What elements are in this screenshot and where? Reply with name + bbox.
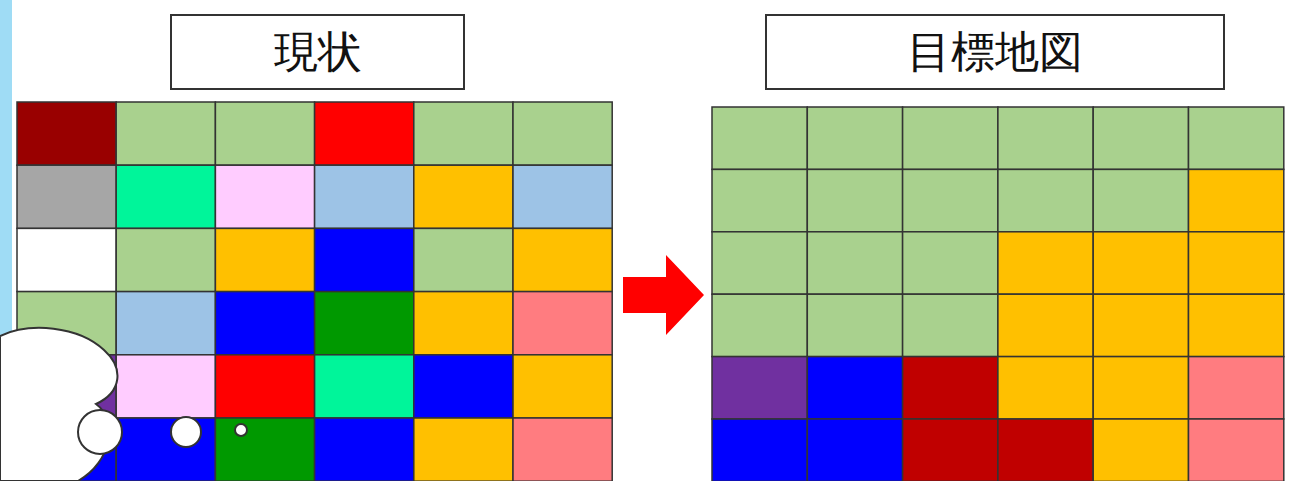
map-cell [1189, 107, 1284, 169]
map-cell [17, 165, 116, 228]
map-cell [414, 355, 513, 418]
map-cell [998, 169, 1093, 231]
map-cell [215, 418, 314, 481]
map-cell [414, 418, 513, 481]
map-cell [116, 418, 215, 481]
map-cell [215, 165, 314, 228]
map-cell [116, 292, 215, 355]
map-cell [712, 232, 807, 294]
map-cell [1189, 357, 1284, 419]
map-cell [1093, 419, 1188, 481]
map-cell [998, 107, 1093, 169]
map-cell [807, 107, 902, 169]
map-cell [513, 355, 612, 418]
map-cell [315, 292, 414, 355]
map-cell [315, 102, 414, 165]
map-cell [998, 419, 1093, 481]
map-cell [116, 228, 215, 291]
map-cell [903, 232, 998, 294]
map-cell [414, 102, 513, 165]
current-grid [17, 102, 612, 481]
map-cell [315, 228, 414, 291]
map-panel: 目標地図 [708, 0, 1286, 481]
map-cell [1093, 357, 1188, 419]
map-cell [215, 355, 314, 418]
thought-bubble [0, 328, 247, 481]
map-cell [1189, 419, 1284, 481]
panel-title: 目標地図 [765, 14, 1225, 90]
map-cell [414, 165, 513, 228]
cloud-shape [0, 328, 117, 481]
map-cell [903, 107, 998, 169]
map-cell [807, 357, 902, 419]
map-cell [807, 232, 902, 294]
map-cell [712, 169, 807, 231]
map-cell [1189, 294, 1284, 356]
map-cell [116, 102, 215, 165]
map-cell [712, 419, 807, 481]
map-cell [215, 102, 314, 165]
map-cell [315, 355, 414, 418]
map-cell [1189, 169, 1284, 231]
map-cell [998, 232, 1093, 294]
map-cell [116, 355, 215, 418]
map-cell [513, 292, 612, 355]
map-cell [1093, 107, 1188, 169]
map-cell [1093, 232, 1188, 294]
map-cell [807, 419, 902, 481]
panel-title: 現状 [170, 14, 465, 90]
map-cell [414, 228, 513, 291]
map-panel: 現状 [17, 0, 617, 481]
block-arrow [623, 255, 704, 335]
map-cell [17, 228, 116, 291]
map-cell [903, 169, 998, 231]
map-cell [513, 418, 612, 481]
map-cell [513, 165, 612, 228]
map-cell [513, 228, 612, 291]
map-cell [315, 418, 414, 481]
map-cell [712, 107, 807, 169]
bubble-dot [235, 424, 247, 436]
map-cell [712, 294, 807, 356]
map-cell [116, 165, 215, 228]
map-cell [998, 357, 1093, 419]
map-cell [1189, 232, 1284, 294]
map-cell [414, 292, 513, 355]
map-cell [998, 294, 1093, 356]
map-cell [215, 292, 314, 355]
map-cell [903, 357, 998, 419]
map-cell [1093, 294, 1188, 356]
map-cell [807, 294, 902, 356]
map-cell [315, 165, 414, 228]
map-cell [17, 102, 116, 165]
map-cell [215, 228, 314, 291]
map-cell [712, 357, 807, 419]
map-cell [1093, 169, 1188, 231]
map-cell [807, 169, 902, 231]
target-grid [712, 107, 1284, 481]
map-cell [903, 294, 998, 356]
map-cell [513, 102, 612, 165]
bubble-dot [171, 417, 201, 447]
map-cell [903, 419, 998, 481]
bubble-dot [78, 410, 122, 454]
